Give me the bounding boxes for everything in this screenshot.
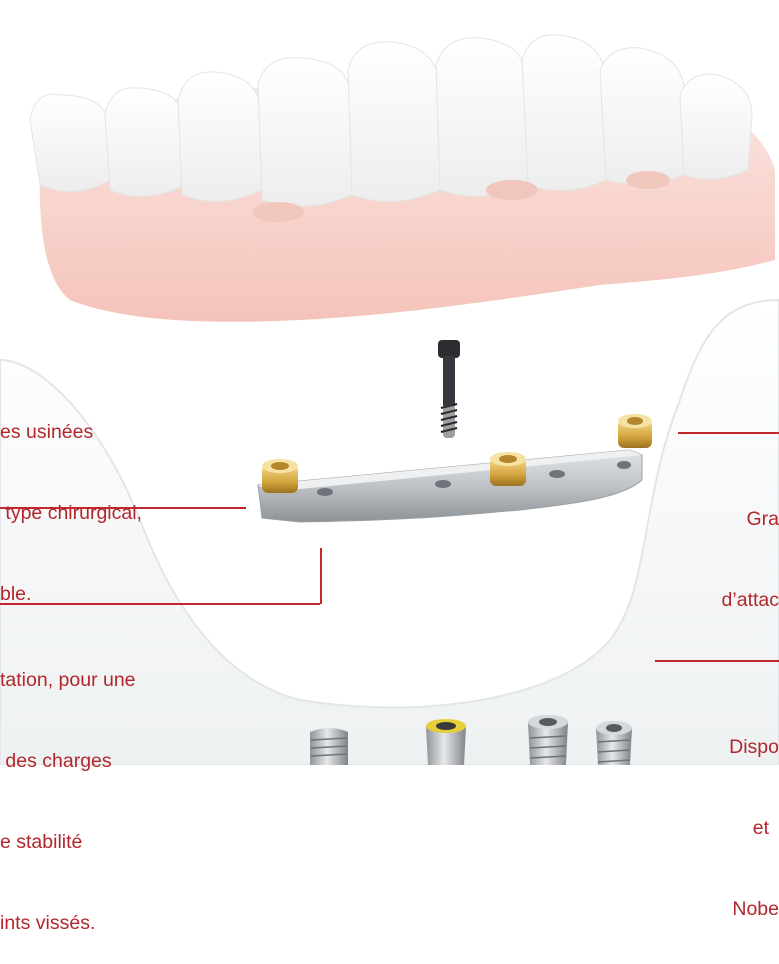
caption-bottom-right: Dispo et Nobe bbox=[691, 680, 779, 950]
titanium-bar bbox=[258, 450, 642, 522]
caption-line: es usinées bbox=[0, 419, 142, 446]
caption-line: e stabilité bbox=[0, 829, 136, 856]
caption-line: Dispo bbox=[691, 734, 779, 761]
gold-cylinder-2 bbox=[490, 452, 526, 486]
implant-1 bbox=[310, 728, 348, 765]
leader-line-bottom-right bbox=[655, 660, 779, 662]
leader-line-top-right bbox=[678, 432, 779, 434]
caption-line: ints vissés. bbox=[0, 910, 136, 937]
denture-prosthesis bbox=[30, 35, 775, 322]
caption-top-right: Gra d’attac bbox=[683, 452, 779, 641]
implant-4 bbox=[596, 721, 632, 765]
caption-line: tation, pour une bbox=[0, 667, 136, 694]
caption-line: des charges bbox=[0, 748, 136, 775]
caption-line: Gra bbox=[683, 506, 779, 533]
caption-line: ble. bbox=[0, 581, 142, 608]
gold-cylinder-3 bbox=[618, 414, 652, 448]
gold-cylinder-1 bbox=[262, 459, 298, 493]
caption-line: Nobe bbox=[691, 896, 779, 923]
caption-line: d’attac bbox=[683, 587, 779, 614]
caption-bottom-left: tation, pour une des charges e stabilité… bbox=[0, 613, 136, 964]
caption-top-left: es usinées type chirurgical, ble. bbox=[0, 365, 142, 635]
leader-line-mid-left-vertical bbox=[320, 548, 322, 604]
caption-line: et bbox=[691, 815, 779, 842]
implant-2 bbox=[426, 719, 466, 765]
caption-line: type chirurgical, bbox=[0, 500, 142, 527]
implant-3 bbox=[528, 715, 568, 765]
prosthetic-screw bbox=[438, 340, 460, 438]
